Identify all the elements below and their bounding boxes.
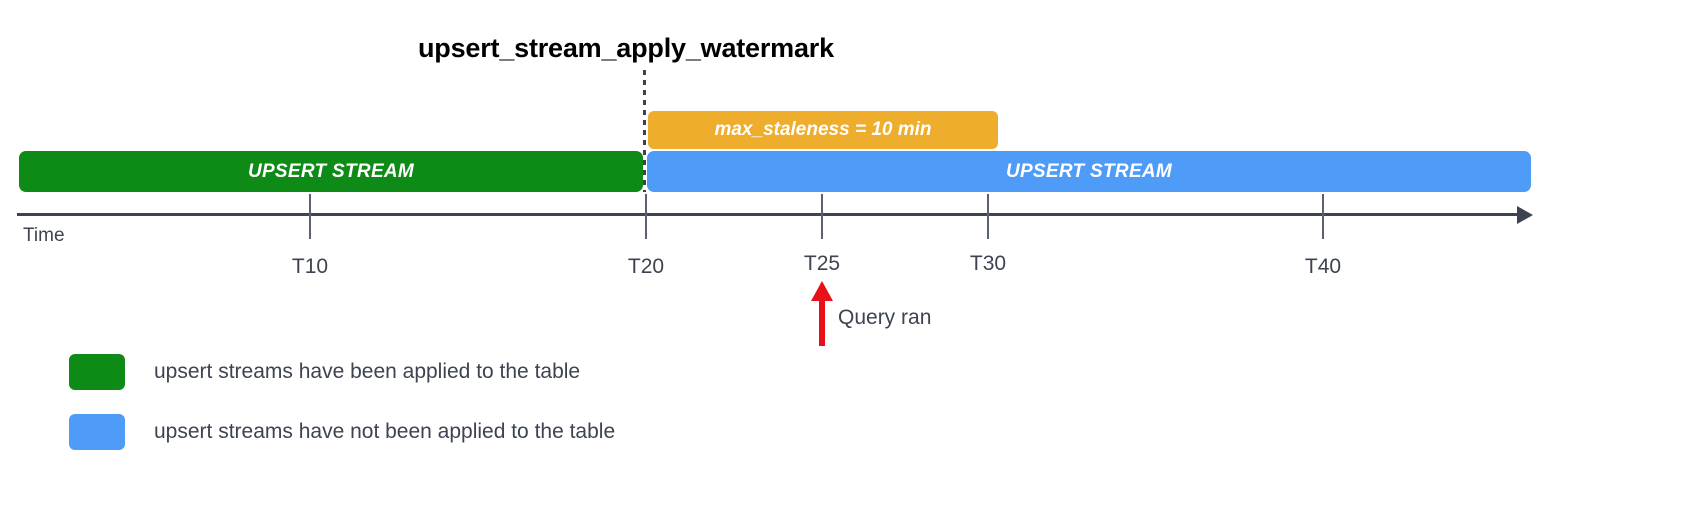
page-title: upsert_stream_apply_watermark [418, 33, 834, 63]
upsert-stream-applied-label: UPSERT STREAM [247, 160, 415, 182]
tick-label-t30: T30 [969, 252, 1007, 275]
query-ran-label: Query ran [838, 306, 932, 329]
query-ran-arrow-shaft-icon [819, 297, 825, 346]
tick-mark-t10 [309, 194, 311, 239]
legend-swatch-not-applied-icon [69, 414, 125, 450]
tick-label-t40: T40 [1304, 255, 1342, 278]
timeline-axis-label: Time [23, 225, 65, 246]
tick-label-t10: T10 [291, 255, 329, 278]
tick-mark-t25 [821, 194, 823, 239]
legend-swatch-applied-icon [69, 354, 125, 390]
watermark-dotted-line [643, 70, 646, 192]
timeline-axis-line [17, 213, 1527, 216]
legend: upsert streams have been applied to the … [69, 354, 615, 474]
query-ran-arrow-head-icon [811, 281, 833, 301]
legend-label-not-applied: upsert streams have not been applied to … [154, 420, 616, 443]
tick-mark-t30 [987, 194, 989, 239]
tick-mark-t20 [645, 194, 647, 239]
upsert-stream-pending-label: UPSERT STREAM [1005, 160, 1173, 182]
tick-label-t20: T20 [627, 255, 665, 278]
max-staleness-badge: max_staleness = 10 min [648, 111, 998, 149]
tick-mark-t40 [1322, 194, 1324, 239]
tick-label-t25: T25 [803, 252, 841, 275]
timeline-arrow-icon [1517, 206, 1533, 224]
legend-label-applied: upsert streams have been applied to the … [154, 360, 581, 383]
upsert-stream-pending-bar: UPSERT STREAM [647, 151, 1531, 192]
upsert-stream-applied-bar: UPSERT STREAM [19, 151, 643, 192]
max-staleness-label: max_staleness = 10 min [714, 119, 932, 140]
legend-item-applied: upsert streams have been applied to the … [69, 354, 615, 390]
legend-item-not-applied: upsert streams have not been applied to … [69, 414, 615, 450]
